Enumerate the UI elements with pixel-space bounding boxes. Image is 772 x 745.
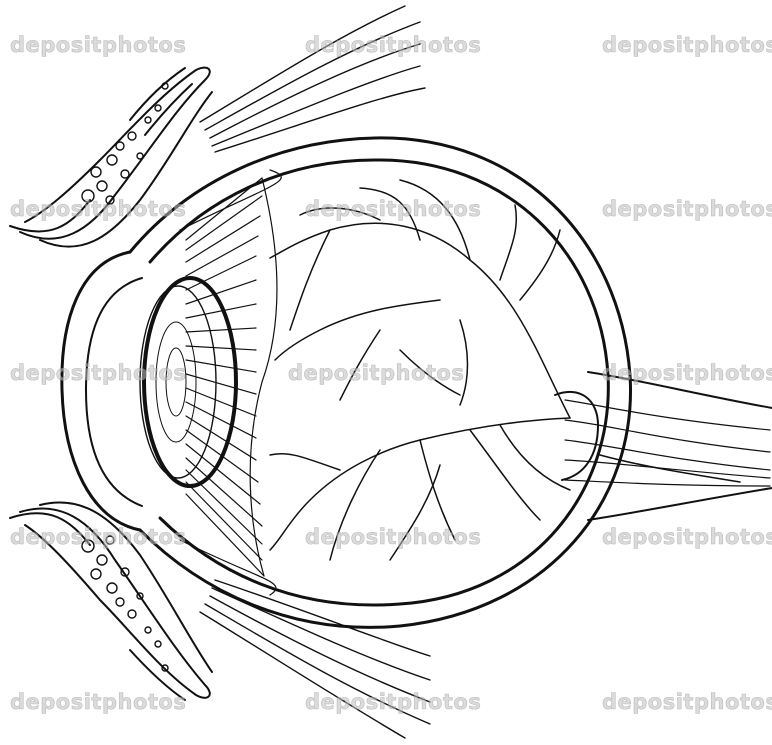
watermark: depositphotos [10,525,186,549]
ciliary-body [180,170,281,595]
watermark: depositphotos [602,361,772,385]
watermark: depositphotos [602,525,772,549]
watermark: depositphotos [602,197,772,221]
watermark: depositphotos [305,690,481,714]
watermark: depositphotos [602,33,772,57]
watermark: depositphotos [10,361,186,385]
watermark: depositphotos [305,197,481,221]
cornea [62,252,142,530]
watermark: depositphotos [10,690,186,714]
upper-tendon [200,6,425,152]
watermark: depositphotos [10,33,186,57]
watermark: depositphotos [602,690,772,714]
watermark: depositphotos [305,525,481,549]
watermark: depositphotos [10,197,186,221]
watermark: depositphotos [305,33,481,57]
watermark: depositphotos [288,361,464,385]
